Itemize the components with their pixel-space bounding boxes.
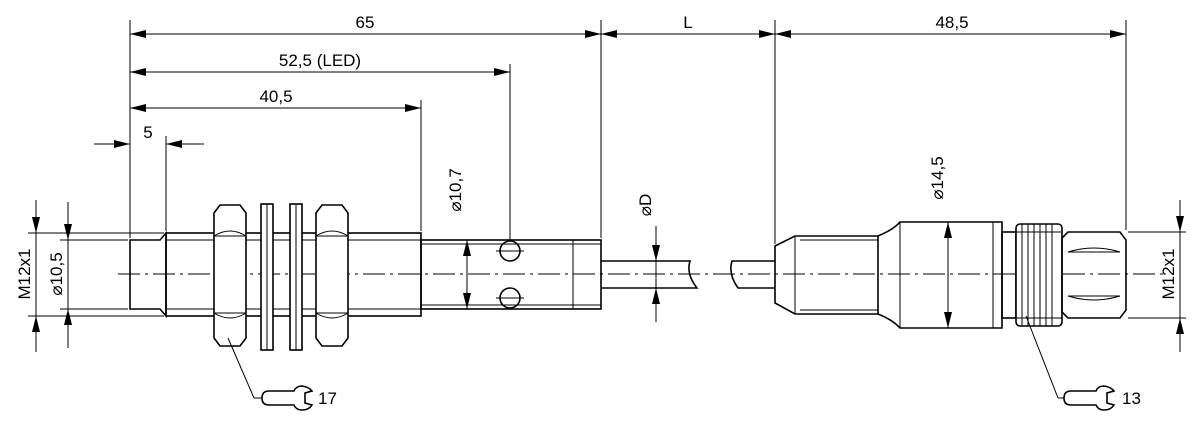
dimension-connector-length: 48,5 xyxy=(775,13,1126,38)
dimension-sensor-body-diameter: ⌀10,7 xyxy=(446,168,471,309)
dimension-label-52-5: 52,5 (LED) xyxy=(279,51,361,70)
cable xyxy=(601,260,775,289)
dimension-tip-length: 5 xyxy=(94,123,204,148)
dimension-cable-length: L xyxy=(601,13,775,38)
hex-nut-front xyxy=(213,204,247,347)
dimension-connector-thread: M12x1 xyxy=(1159,200,1184,352)
dimension-label-40-5: 40,5 xyxy=(259,87,292,106)
wrench-icon xyxy=(261,385,314,411)
callout-wrench-17: 17 xyxy=(227,337,337,411)
dimension-label-d10-7: ⌀10,7 xyxy=(446,168,465,211)
dimension-connector-diameter: ⌀14,5 xyxy=(928,156,952,328)
dimension-label-d14-5: ⌀14,5 xyxy=(928,156,947,199)
led-indicator-top xyxy=(496,240,524,262)
dimension-label-m12x1-connector: M12x1 xyxy=(1159,248,1178,299)
dimension-label-48-5: 48,5 xyxy=(935,13,968,32)
connector-hex xyxy=(1061,231,1127,319)
led-indicator-bottom xyxy=(496,287,524,309)
connector-body xyxy=(774,221,1017,329)
extension-lines xyxy=(28,20,1186,319)
dimension-label-5: 5 xyxy=(143,123,152,142)
dimension-overall-length: 65 xyxy=(130,13,601,38)
washer-2 xyxy=(289,203,303,351)
wrench-size-13: 13 xyxy=(1122,389,1141,408)
dimension-thread-length: 40,5 xyxy=(130,87,421,112)
dimension-sensor-thread: M12x1 xyxy=(15,200,40,352)
dimension-label-l: L xyxy=(683,13,692,32)
knurled-coupling-nut xyxy=(1015,223,1063,327)
dimension-led-position: 52,5 (LED) xyxy=(130,51,510,76)
wrench-size-17: 17 xyxy=(318,389,337,408)
dimension-cable-diameter: ⌀D xyxy=(636,194,660,322)
dimension-label-dd: ⌀D xyxy=(636,194,655,217)
washer-1 xyxy=(260,203,274,351)
dimension-label-m12x1-sensor: M12x1 xyxy=(15,248,34,299)
dimension-sensor-tip-diameter: ⌀10,5 xyxy=(47,202,72,348)
wrench-icon xyxy=(1063,385,1116,411)
dimension-label-65: 65 xyxy=(356,13,375,32)
callout-wrench-13: 13 xyxy=(1025,315,1141,411)
dimension-label-d10-5: ⌀10,5 xyxy=(47,252,66,295)
hex-nut-rear xyxy=(315,204,349,347)
